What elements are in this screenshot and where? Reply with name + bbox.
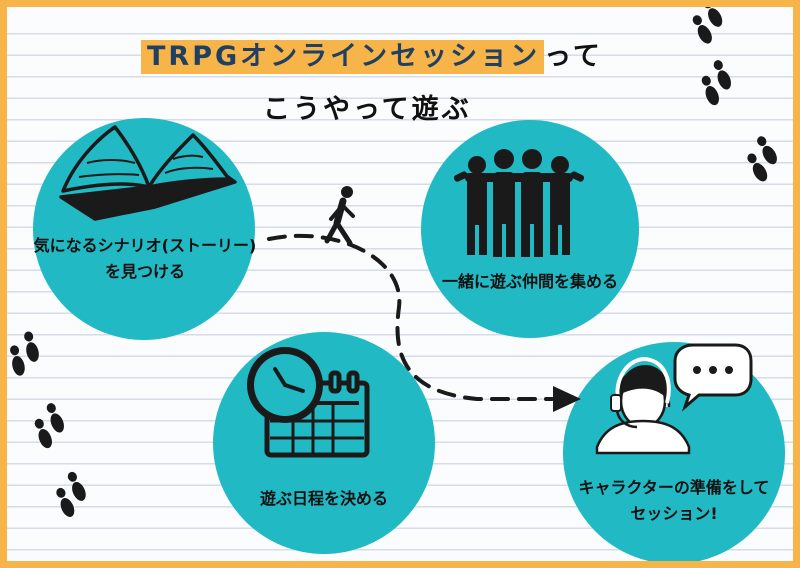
step-1-label: 気になるシナリオ(ストーリー) を見つける xyxy=(9,233,281,285)
calendar-icon xyxy=(264,370,370,458)
illustration-layer xyxy=(7,7,785,520)
title-highlight: TRPGオンラインセッション xyxy=(141,40,545,74)
step-3-label-line-1: 遊ぶ日程を決める xyxy=(259,489,388,508)
step-1-label-line-1: 気になるシナリオ(ストーリー) xyxy=(33,236,257,255)
title-line-2: こうやって遊ぶ xyxy=(263,94,472,125)
step-2-label-line-1: 一緒に遊ぶ仲間を集める xyxy=(441,272,618,291)
step-2-label: 一緒に遊ぶ仲間を集める xyxy=(403,269,657,295)
step-4-label: キャラクターの準備をして セッション! xyxy=(547,475,793,527)
speech-bubble-icon xyxy=(673,343,753,412)
step-1-label-line-2: を見つける xyxy=(104,262,185,281)
step-circle-1 xyxy=(33,118,255,340)
step-4-label-line-1: キャラクターの準備をして xyxy=(578,478,770,497)
route-arrowhead-icon xyxy=(553,386,581,412)
title-suffix: って xyxy=(544,41,603,72)
step-4-label-line-2: セッション! xyxy=(630,504,718,523)
walking-person-icon xyxy=(324,186,355,246)
clock-icon xyxy=(247,347,323,423)
step-3-label: 遊ぶ日程を決める xyxy=(197,486,451,512)
operator-icon xyxy=(595,356,691,455)
book-icon xyxy=(59,125,237,221)
title-line-1: TRPGオンラインセッションって xyxy=(141,34,603,74)
group-icon xyxy=(453,149,585,257)
